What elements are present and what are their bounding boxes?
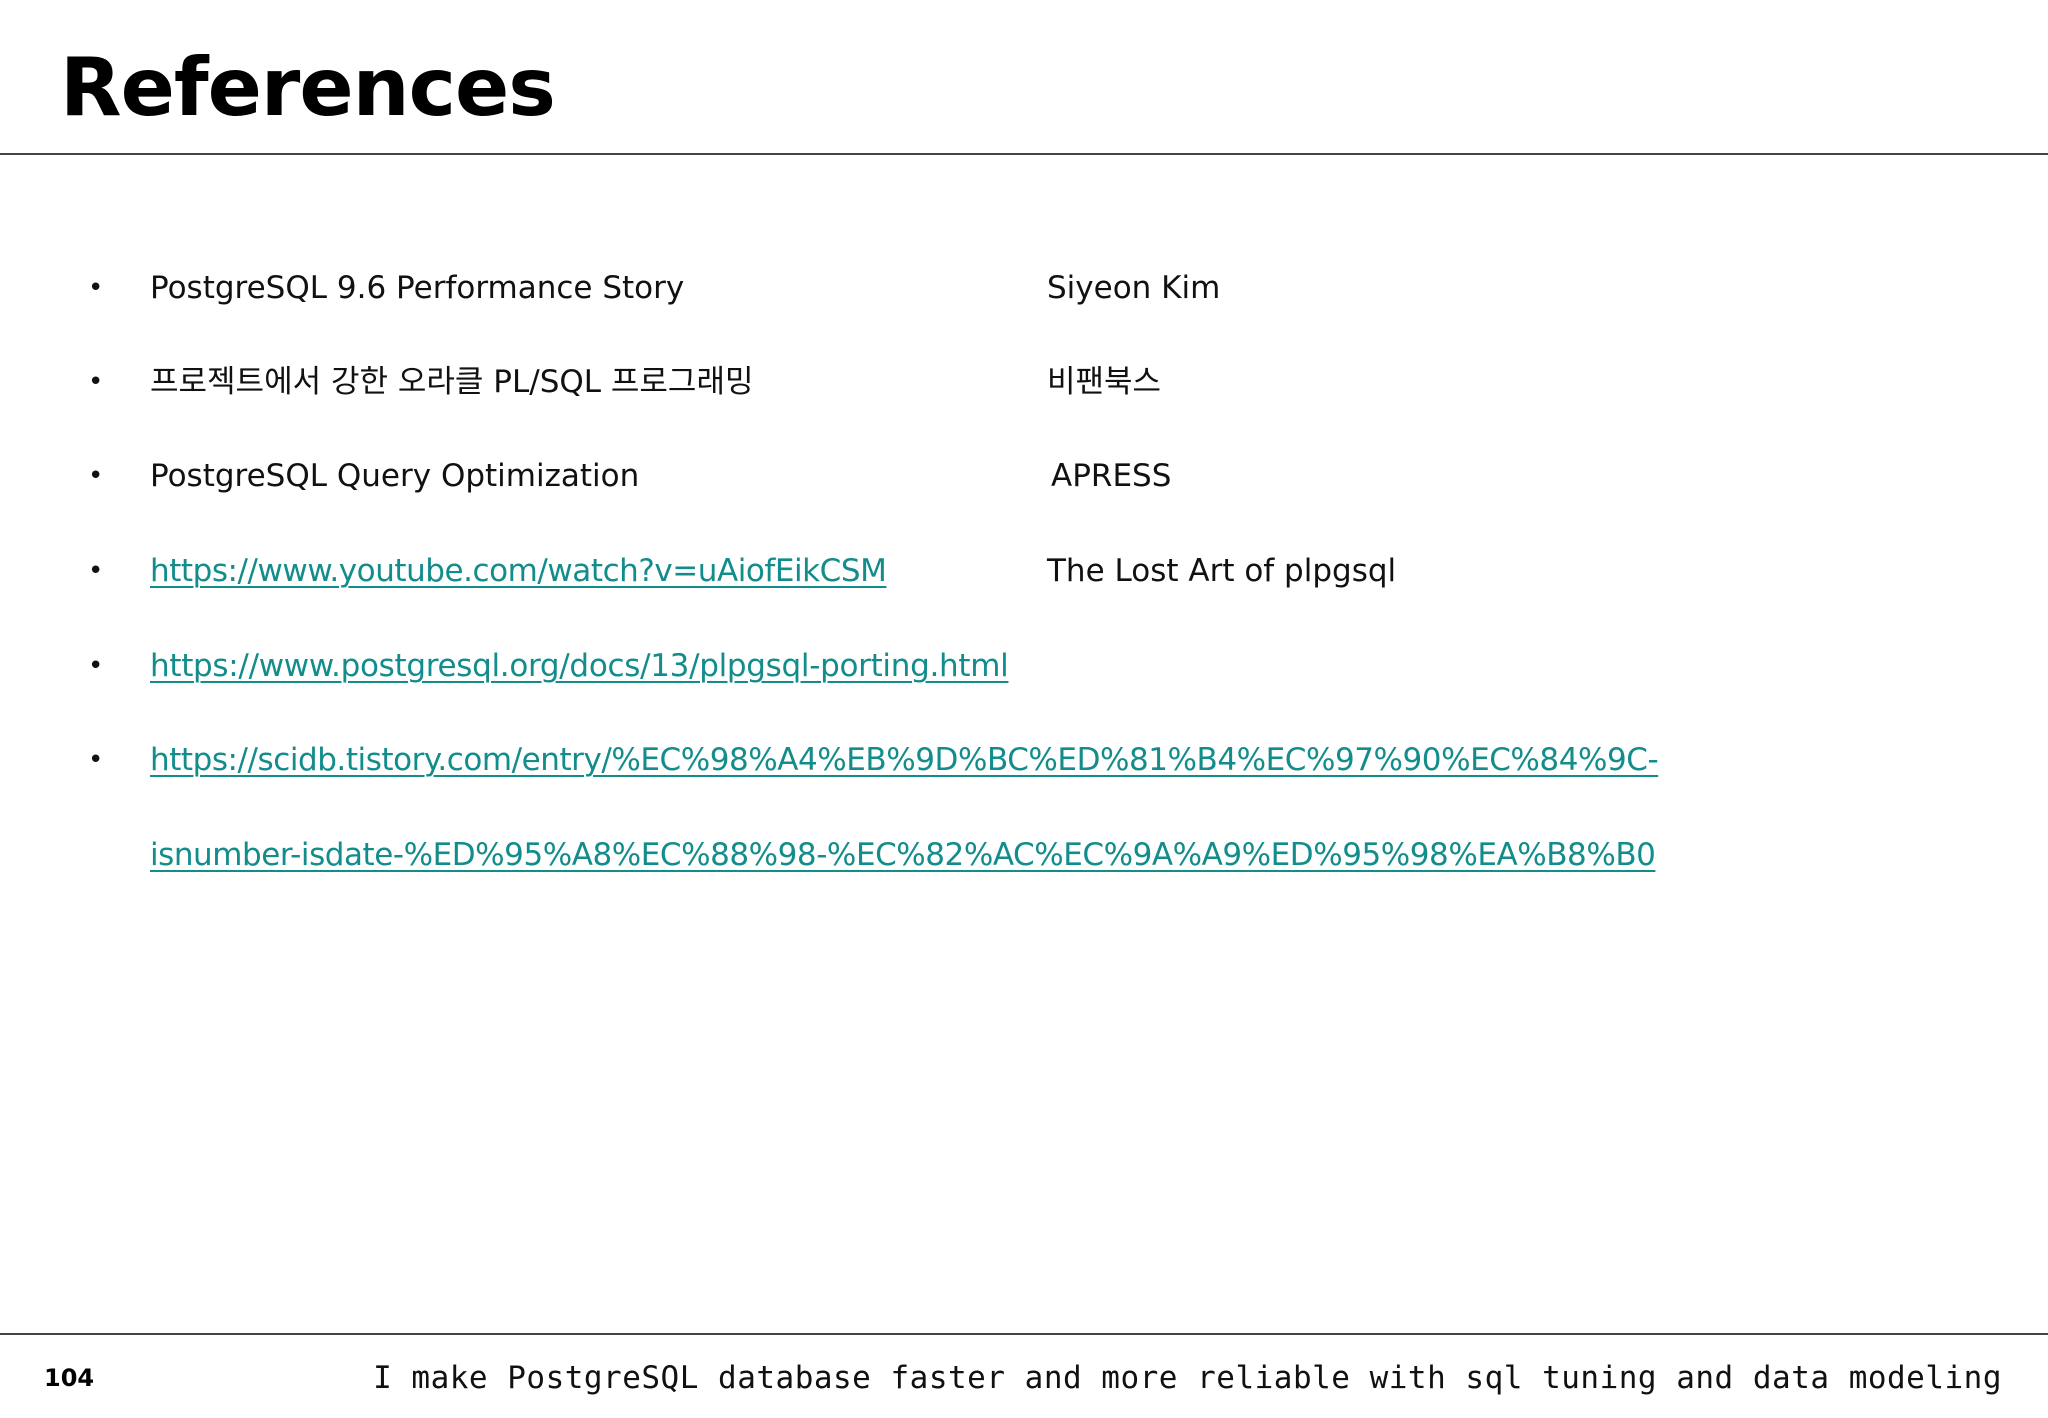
reference-title: PostgreSQL Query Optimization	[150, 458, 640, 494]
reference-link-wrapper: https://www.youtube.com/watch?v=uAiofEik…	[150, 541, 887, 601]
bullet-icon: •	[88, 273, 104, 303]
reference-list: • PostgreSQL 9.6 Performance Story Siyeo…	[0, 258, 2048, 885]
reference-link-wrapper: https://scidb.tistory.com/entry/%EC%98%A…	[150, 730, 1659, 790]
bullet-icon: •	[88, 367, 104, 397]
reference-item: • PostgreSQL 9.6 Performance Story Siyeo…	[0, 258, 2048, 318]
tistory-link-line-2[interactable]: isnumber-isdate-%ED%95%A8%EC%88%98-%EC%8…	[150, 837, 1656, 873]
bullet-icon: •	[88, 745, 104, 775]
reference-item: • PostgreSQL Query Optimization APRESS	[0, 446, 2048, 506]
reference-item: • 프로젝트에서 강한 오라클 PL/SQL 프로그래밍 비팬북스	[0, 352, 2048, 412]
title-divider	[0, 153, 2048, 155]
reference-source: APRESS	[1051, 458, 1172, 494]
postgresql-docs-link[interactable]: https://www.postgresql.org/docs/13/plpgs…	[150, 648, 1009, 684]
footer-divider	[0, 1333, 2048, 1335]
reference-item: • https://www.youtube.com/watch?v=uAiofE…	[0, 541, 2048, 601]
reference-title: PostgreSQL 9.6 Performance Story	[150, 270, 685, 306]
youtube-link[interactable]: https://www.youtube.com/watch?v=uAiofEik…	[150, 553, 887, 589]
reference-title: 프로젝트에서 강한 오라클 PL/SQL 프로그래밍	[150, 364, 754, 400]
reference-source: 비팬북스	[1047, 364, 1162, 400]
tistory-link-line-1[interactable]: https://scidb.tistory.com/entry/%EC%98%A…	[150, 742, 1659, 778]
bullet-icon: •	[88, 461, 104, 491]
slide-title: References	[60, 41, 556, 134]
reference-item: • https://www.postgresql.org/docs/13/plp…	[0, 636, 2048, 696]
footer-tagline: I make PostgreSQL database faster and mo…	[373, 1360, 2002, 1396]
reference-item-continuation: isnumber-isdate-%ED%95%A8%EC%88%98-%EC%8…	[0, 825, 2048, 885]
page-number: 104	[44, 1364, 95, 1392]
reference-source: The Lost Art of plpgsql	[1047, 553, 1397, 589]
reference-link-wrapper: isnumber-isdate-%ED%95%A8%EC%88%98-%EC%8…	[150, 825, 1656, 885]
reference-link-wrapper: https://www.postgresql.org/docs/13/plpgs…	[150, 636, 1009, 696]
bullet-icon: •	[88, 556, 104, 586]
reference-source: Siyeon Kim	[1047, 270, 1221, 306]
bullet-icon: •	[88, 651, 104, 681]
reference-item: • https://scidb.tistory.com/entry/%EC%98…	[0, 730, 2048, 790]
